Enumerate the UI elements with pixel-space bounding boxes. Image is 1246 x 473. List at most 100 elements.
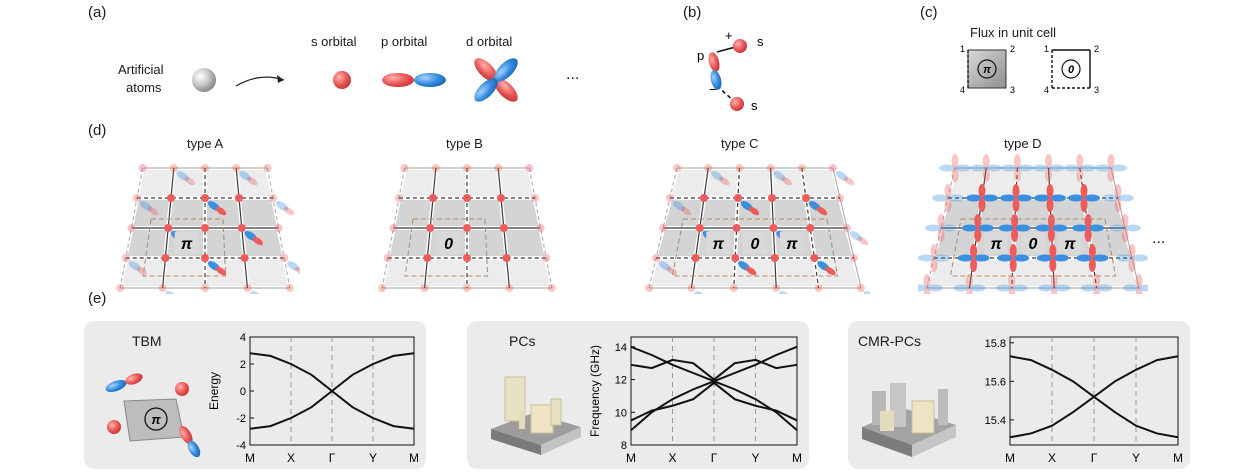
band-line [630,381,798,422]
lattice-cell [469,260,508,286]
orbital-lobe [1088,244,1096,258]
orbital-lobe [951,154,959,168]
orbital-lobe [939,164,955,172]
orbital-lobe [1084,194,1100,202]
orbital-site [463,164,471,172]
orbital-site [395,194,403,202]
artificial-atom-sphere [192,68,216,92]
orbital-lobe [1121,228,1129,242]
lattice-cell [936,230,976,256]
orbital-lobe [1128,258,1136,272]
lattice-cell [812,230,852,256]
lattice-cell [651,260,694,286]
orbital-site [243,284,252,292]
orbital-site [766,164,775,172]
orbital-site [814,284,823,292]
lattice-cell [665,200,702,226]
orbital-lobe [1013,168,1021,182]
minus-sign: − [709,81,717,97]
flux-title: Flux in unit cell [970,25,1056,40]
orbital-lobe [1135,274,1143,288]
flux-cell [1021,232,1045,254]
lattice-cell [426,260,465,286]
orbital-lobe [965,288,973,294]
orbital-lobe [1116,254,1132,262]
flux-label: π [1064,236,1076,253]
y-axis-label: Frequency (GHz) [588,345,602,437]
orbital-lobe [1072,224,1089,232]
orbital-lobe [1046,184,1054,198]
orbital-site [695,224,704,232]
orbital-lobe [246,176,258,186]
s-site-bottom-icon [730,97,744,111]
orbital-site [652,254,660,262]
zero-flux-cell: 0 1 2 3 4 [1044,44,1099,95]
orbital-site [850,254,858,262]
p-orbital-vertical-icon [708,52,722,90]
orbital-site [389,224,398,232]
lattice-cell [1054,260,1095,286]
pcs-illustration [491,376,581,455]
orbital-lobe [287,261,300,271]
orbital-lobe [918,254,934,262]
svg-text:4: 4 [1044,85,1049,95]
orbital-lobe [955,164,971,172]
orbital-lobe [718,176,730,186]
lattice-cell [238,170,271,196]
orbital-site [400,164,409,172]
orbital-site [829,164,837,172]
orbital-lobe [1011,228,1019,242]
svg-text:4: 4 [960,85,965,95]
lattice-cell [984,170,1016,196]
orbital-site [857,284,865,292]
orbital-lobe [1045,154,1053,168]
panel-label-a: (a) [88,4,107,21]
orbital-site [431,164,440,172]
lattice-cell [1018,170,1048,196]
orbital-lobe [294,266,300,276]
lattice-cell [207,230,243,256]
orbital-site [167,194,175,202]
orbital-lobe [965,274,973,288]
orbital-lobe [1017,164,1034,172]
lattice-cell [772,170,804,196]
orbital-lobe [1080,198,1088,212]
svg-text:3: 3 [1094,85,1099,95]
y-tick-label: -2 [236,413,246,425]
orbital-lobe [1047,228,1055,242]
orbital-lobe [961,224,978,232]
orbital-site [201,194,209,202]
orbital-site [235,194,243,202]
s-orbital-label: s orbital [311,34,357,49]
orbital-lobe [973,254,990,262]
orbital-lobe [1051,224,1068,232]
orbital-lobe [970,244,978,258]
orbital-site [138,164,147,172]
orbital-site [237,224,246,232]
orbital-site [263,164,272,172]
orbital-lobe [1052,254,1069,262]
orbital-site [659,224,667,232]
orbital-site [536,224,545,232]
orbital-lobe [1016,194,1032,202]
d-orbital-icon [474,58,518,102]
orbital-site [121,254,130,262]
orbital-lobe [239,171,252,181]
lattice-cell [505,230,545,256]
orbital-site [285,284,294,292]
orbital-lobe [951,168,959,182]
orbital-lobe [930,258,938,272]
panel-label-b: (b) [683,4,702,21]
orbital-lobe [816,206,828,216]
orbital-lobe [1114,184,1122,198]
lattice-cell [1050,170,1082,196]
flux-cell [706,232,731,254]
orbital-illustrations [192,58,518,102]
x-tick-label: Γ [1091,451,1098,465]
artificial-atoms-label-line2: atoms [126,80,162,95]
flux-cell [436,232,461,254]
orbital-lobe [982,154,990,168]
orbital-site [497,194,505,202]
orbital-lobe [1011,284,1028,292]
orbital-lobe [970,164,987,172]
